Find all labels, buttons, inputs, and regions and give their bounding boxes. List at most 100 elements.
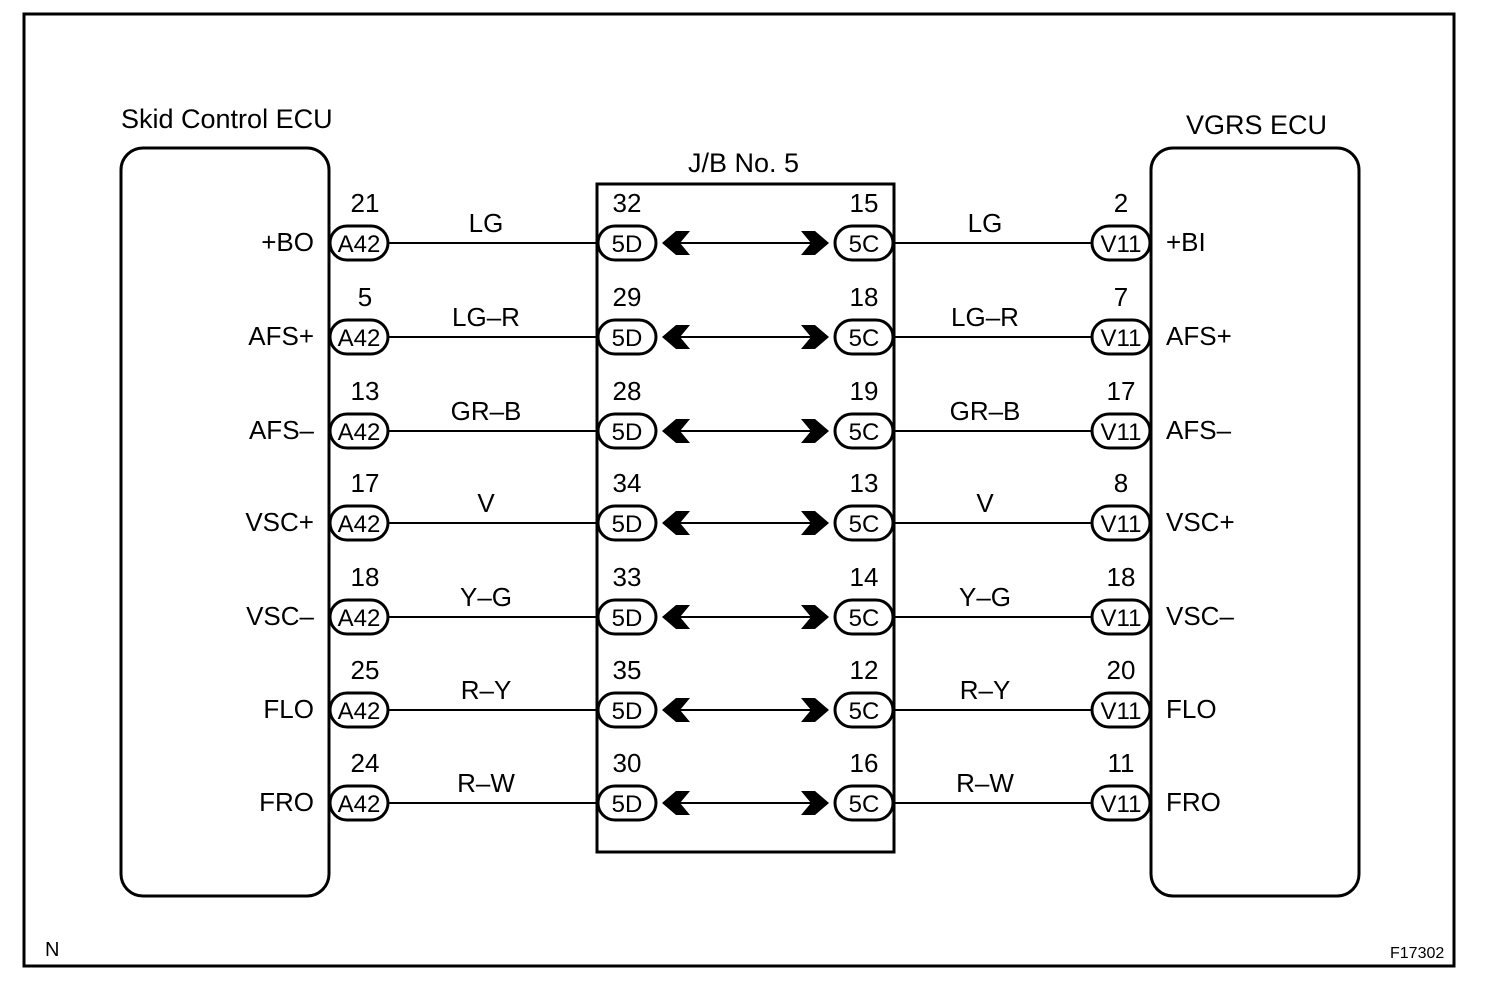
left-pin-number: 24 xyxy=(351,748,380,778)
jb-right-connector-arrow xyxy=(801,419,829,443)
left-pin-number: 5 xyxy=(358,282,372,312)
jb-left-connector-arrow xyxy=(662,791,690,815)
right-wire-color: Y–G xyxy=(959,582,1011,612)
left-connector-body xyxy=(328,784,390,822)
left-connector-body xyxy=(328,412,390,450)
left-connector-label: A42 xyxy=(338,325,381,352)
left-wire-color: LG–R xyxy=(452,302,520,332)
jb-right-connector-label: 5C xyxy=(849,419,880,446)
left-terminal-name: VSC+ xyxy=(245,507,314,537)
right-terminal-name: VSC+ xyxy=(1166,507,1235,537)
jb-left-connector-body xyxy=(596,224,658,262)
right-connector-body xyxy=(1090,504,1152,542)
left-pin-number: 13 xyxy=(351,376,380,406)
jb-right-connector-label: 5C xyxy=(849,511,880,538)
right-connector-label: V11 xyxy=(1101,698,1142,725)
right-pin-number: 18 xyxy=(1107,562,1136,592)
left-pin-number: 21 xyxy=(351,188,380,218)
jb-left-connector-label: 5D xyxy=(612,419,643,446)
left-terminal-name: FRO xyxy=(259,787,314,817)
left-connector-body xyxy=(328,598,390,636)
right-pin-number: 8 xyxy=(1114,468,1128,498)
jb-right-connector-label: 5C xyxy=(849,698,880,725)
right-pin-number: 11 xyxy=(1108,748,1135,778)
jb-left-pin-number: 29 xyxy=(613,282,642,312)
right-connector-label: V11 xyxy=(1101,605,1142,632)
jb-right-connector-arrow xyxy=(801,325,829,349)
jb-left-connector-arrow xyxy=(662,605,690,629)
jb-left-connector-label: 5D xyxy=(612,231,643,258)
left-terminal-name: FLO xyxy=(263,694,314,724)
skid-control-ecu-title: Skid Control ECU xyxy=(121,104,333,134)
jb-right-connector-body xyxy=(833,504,895,542)
jb-right-connector-arrow xyxy=(801,791,829,815)
jb-left-connector-arrow xyxy=(662,698,690,722)
left-connector-label: A42 xyxy=(338,791,381,818)
right-terminal-name: AFS– xyxy=(1166,415,1232,445)
jb-right-connector-arrow xyxy=(801,231,829,255)
left-terminal-name: AFS– xyxy=(249,415,315,445)
jb-right-pin-number: 16 xyxy=(850,748,879,778)
jb-right-connector-arrow xyxy=(801,605,829,629)
right-wire-color: LG xyxy=(968,208,1003,238)
diagram-frame xyxy=(22,12,1456,968)
jb-right-connector-arrow xyxy=(801,698,829,722)
jb-left-pin-number: 28 xyxy=(613,376,642,406)
left-pin-number: 17 xyxy=(351,468,380,498)
jb-right-connector-label: 5C xyxy=(849,325,880,352)
right-wire-color: GR–B xyxy=(950,396,1021,426)
left-connector-body xyxy=(328,504,390,542)
corner-left-label: N xyxy=(45,939,59,961)
jb-left-connector-arrow xyxy=(662,511,690,535)
jb-right-connector-label: 5C xyxy=(849,791,880,818)
jb-left-connector-label: 5D xyxy=(612,698,643,725)
jb-right-pin-number: 14 xyxy=(850,562,879,592)
left-wire-color: R–W xyxy=(457,768,515,798)
left-connector-label: A42 xyxy=(338,698,381,725)
jb-right-connector-body xyxy=(833,318,895,356)
figure-code-label: F17302 xyxy=(1390,945,1444,962)
jb-left-connector-label: 5D xyxy=(612,511,643,538)
left-connector-label: A42 xyxy=(338,511,381,538)
left-wire-color: V xyxy=(477,488,495,518)
jb-left-connector-label: 5D xyxy=(612,605,643,632)
left-wire-color: Y–G xyxy=(460,582,512,612)
jb-right-connector-body xyxy=(833,598,895,636)
left-wire-color: R–Y xyxy=(461,675,512,705)
jb-left-connector-arrow xyxy=(662,231,690,255)
jb-left-pin-number: 30 xyxy=(613,748,642,778)
left-connector-label: A42 xyxy=(338,605,381,632)
jb-left-pin-number: 33 xyxy=(613,562,642,592)
right-connector-body xyxy=(1090,598,1152,636)
right-connector-label: V11 xyxy=(1101,511,1142,538)
jb-left-pin-number: 34 xyxy=(613,468,642,498)
left-connector-body xyxy=(328,691,390,729)
right-terminal-name: VSC– xyxy=(1166,601,1234,631)
junction-box-title: J/B No. 5 xyxy=(688,148,799,178)
right-connector-label: V11 xyxy=(1101,325,1142,352)
jb-left-connector-arrow xyxy=(662,419,690,443)
right-connector-label: V11 xyxy=(1101,231,1142,258)
jb-right-pin-number: 15 xyxy=(850,188,879,218)
right-terminal-name: AFS+ xyxy=(1166,321,1232,351)
jb-left-pin-number: 32 xyxy=(613,188,642,218)
left-terminal-name: AFS+ xyxy=(248,321,314,351)
jb-left-connector-body xyxy=(596,598,658,636)
junction-box xyxy=(595,182,896,854)
left-terminal-name: +BO xyxy=(261,227,314,257)
jb-right-connector-label: 5C xyxy=(849,231,880,258)
jb-left-connector-body xyxy=(596,412,658,450)
left-connector-body xyxy=(328,224,390,262)
right-pin-number: 20 xyxy=(1107,655,1136,685)
jb-left-pin-number: 35 xyxy=(613,655,642,685)
jb-left-connector-body xyxy=(596,691,658,729)
jb-right-connector-label: 5C xyxy=(849,605,880,632)
right-terminal-name: FLO xyxy=(1166,694,1217,724)
jb-right-pin-number: 12 xyxy=(850,655,879,685)
left-connector-body xyxy=(328,318,390,356)
right-wire-color: R–W xyxy=(956,768,1014,798)
left-wire-color: LG xyxy=(469,208,504,238)
jb-left-connector-body xyxy=(596,504,658,542)
